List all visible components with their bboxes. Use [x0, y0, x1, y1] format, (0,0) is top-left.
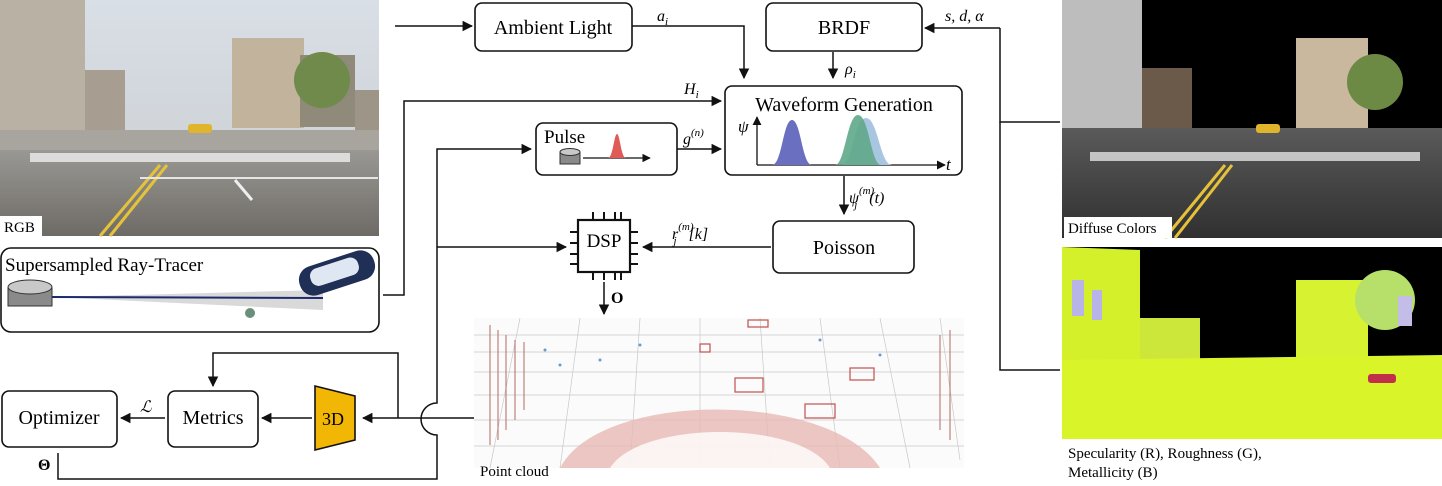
rho-i-symbol: ρi	[844, 61, 856, 81]
waveform-peak-1	[772, 120, 812, 165]
poisson-box	[772, 220, 915, 274]
dsp-chip-icon	[570, 212, 638, 280]
a-i-symbol: ai	[657, 8, 668, 28]
point-cloud-caption: Point cloud	[480, 464, 549, 480]
diffuse-caption: Diffuse Colors	[1068, 221, 1157, 237]
ambient-light-label: Ambient Light	[494, 17, 613, 39]
ray-line	[51, 296, 324, 299]
car-icon	[298, 250, 376, 296]
material-image	[1062, 247, 1442, 439]
3d-label: 3D	[322, 409, 344, 429]
brdf-box	[765, 2, 923, 52]
diffuse-caption-bg	[1064, 217, 1172, 238]
pulse-shape-icon	[608, 134, 626, 158]
t-axis-label: t	[946, 155, 952, 174]
diffuse-colors-image	[1062, 0, 1442, 239]
pulse-sensor-icon	[559, 148, 581, 165]
waveform-plot	[752, 115, 946, 170]
H-i-symbol: Hi	[683, 81, 699, 101]
O-symbol: O	[611, 290, 623, 307]
material-caption-line1: Specularity (R), Roughness (G),	[1068, 446, 1262, 462]
dsp-label: DSP	[587, 231, 622, 252]
psi-jm-symbol: ψ(m)j(t)	[849, 185, 884, 211]
r-jm-symbol: r(m)j[k]	[672, 221, 709, 247]
connector-lines	[57, 20, 1060, 480]
material-caption-line2: Metallicity (B)	[1068, 465, 1158, 481]
psi-axis-label: ψ	[738, 117, 749, 136]
rgb-caption: RGB	[4, 220, 35, 236]
loss-symbol: ℒ	[140, 399, 152, 416]
waveform-generation-label: Waveform Generation	[755, 94, 933, 116]
waveform-peak-2	[835, 115, 881, 165]
ambient-light-box	[474, 2, 633, 52]
metrics-label: Metrics	[182, 407, 243, 429]
poisson-label: Poisson	[813, 237, 875, 259]
pulse-label: Pulse	[544, 127, 585, 148]
ray-beam	[52, 290, 323, 310]
raytracer-box	[0, 247, 380, 333]
ray-hit-icon	[245, 308, 255, 318]
lidar-sensor-icon	[7, 279, 53, 307]
rgb-caption-bg	[0, 216, 42, 236]
theta-symbol: Θ	[38, 457, 50, 474]
rgb-image	[0, 0, 379, 237]
raytracer-label: Supersampled Ray-Tracer	[5, 255, 204, 276]
material-caption-bg	[1063, 439, 1293, 485]
3d-network-icon	[314, 384, 356, 452]
point-cloud-image	[474, 317, 964, 469]
brdf-params-symbol: s, d, α	[945, 8, 984, 25]
metrics-box	[167, 390, 259, 448]
brdf-label: BRDF	[818, 17, 870, 39]
optimizer-label: Optimizer	[18, 407, 99, 429]
optimizer-box	[1, 390, 118, 448]
g-n-symbol: g(n)	[683, 127, 704, 148]
